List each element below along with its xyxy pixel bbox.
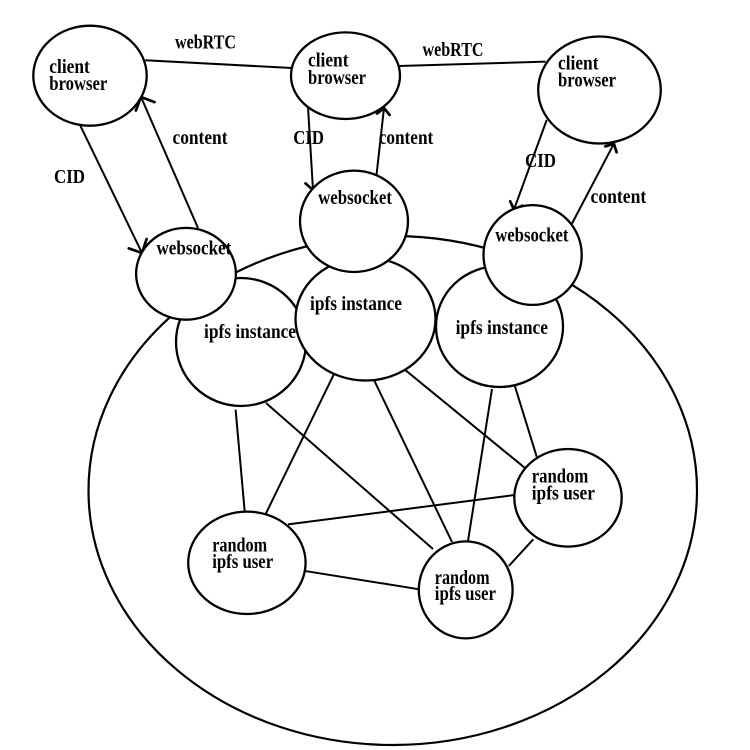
svg-text:ipfs instance: ipfs instance bbox=[204, 321, 296, 343]
svg-text:ipfs instance: ipfs instance bbox=[456, 317, 549, 339]
svg-text:CID: CID bbox=[293, 127, 324, 149]
svg-text:content: content bbox=[173, 127, 228, 149]
svg-text:webRTC: webRTC bbox=[175, 32, 236, 54]
svg-text:CID: CID bbox=[54, 166, 85, 188]
svg-text:ipfs user: ipfs user bbox=[212, 551, 273, 573]
svg-text:content: content bbox=[379, 127, 434, 149]
svg-text:websocket: websocket bbox=[495, 225, 569, 247]
svg-text:websocket: websocket bbox=[318, 187, 392, 209]
svg-text:client: client bbox=[49, 56, 90, 78]
svg-text:client: client bbox=[308, 49, 349, 71]
svg-text:random: random bbox=[212, 535, 267, 557]
svg-text:ipfs user: ipfs user bbox=[532, 482, 595, 504]
svg-text:browser: browser bbox=[308, 67, 366, 89]
svg-text:browser: browser bbox=[558, 70, 616, 92]
svg-text:webRTC: webRTC bbox=[423, 39, 484, 61]
svg-text:random: random bbox=[532, 466, 589, 488]
svg-text:content: content bbox=[591, 186, 647, 208]
svg-text:ipfs instance: ipfs instance bbox=[310, 293, 402, 315]
svg-text:client: client bbox=[558, 53, 599, 75]
svg-text:CID: CID bbox=[525, 150, 556, 172]
svg-text:browser: browser bbox=[49, 73, 107, 95]
svg-text:ipfs user: ipfs user bbox=[435, 583, 496, 605]
svg-text:websocket: websocket bbox=[157, 237, 232, 259]
svg-text:random: random bbox=[435, 567, 490, 589]
